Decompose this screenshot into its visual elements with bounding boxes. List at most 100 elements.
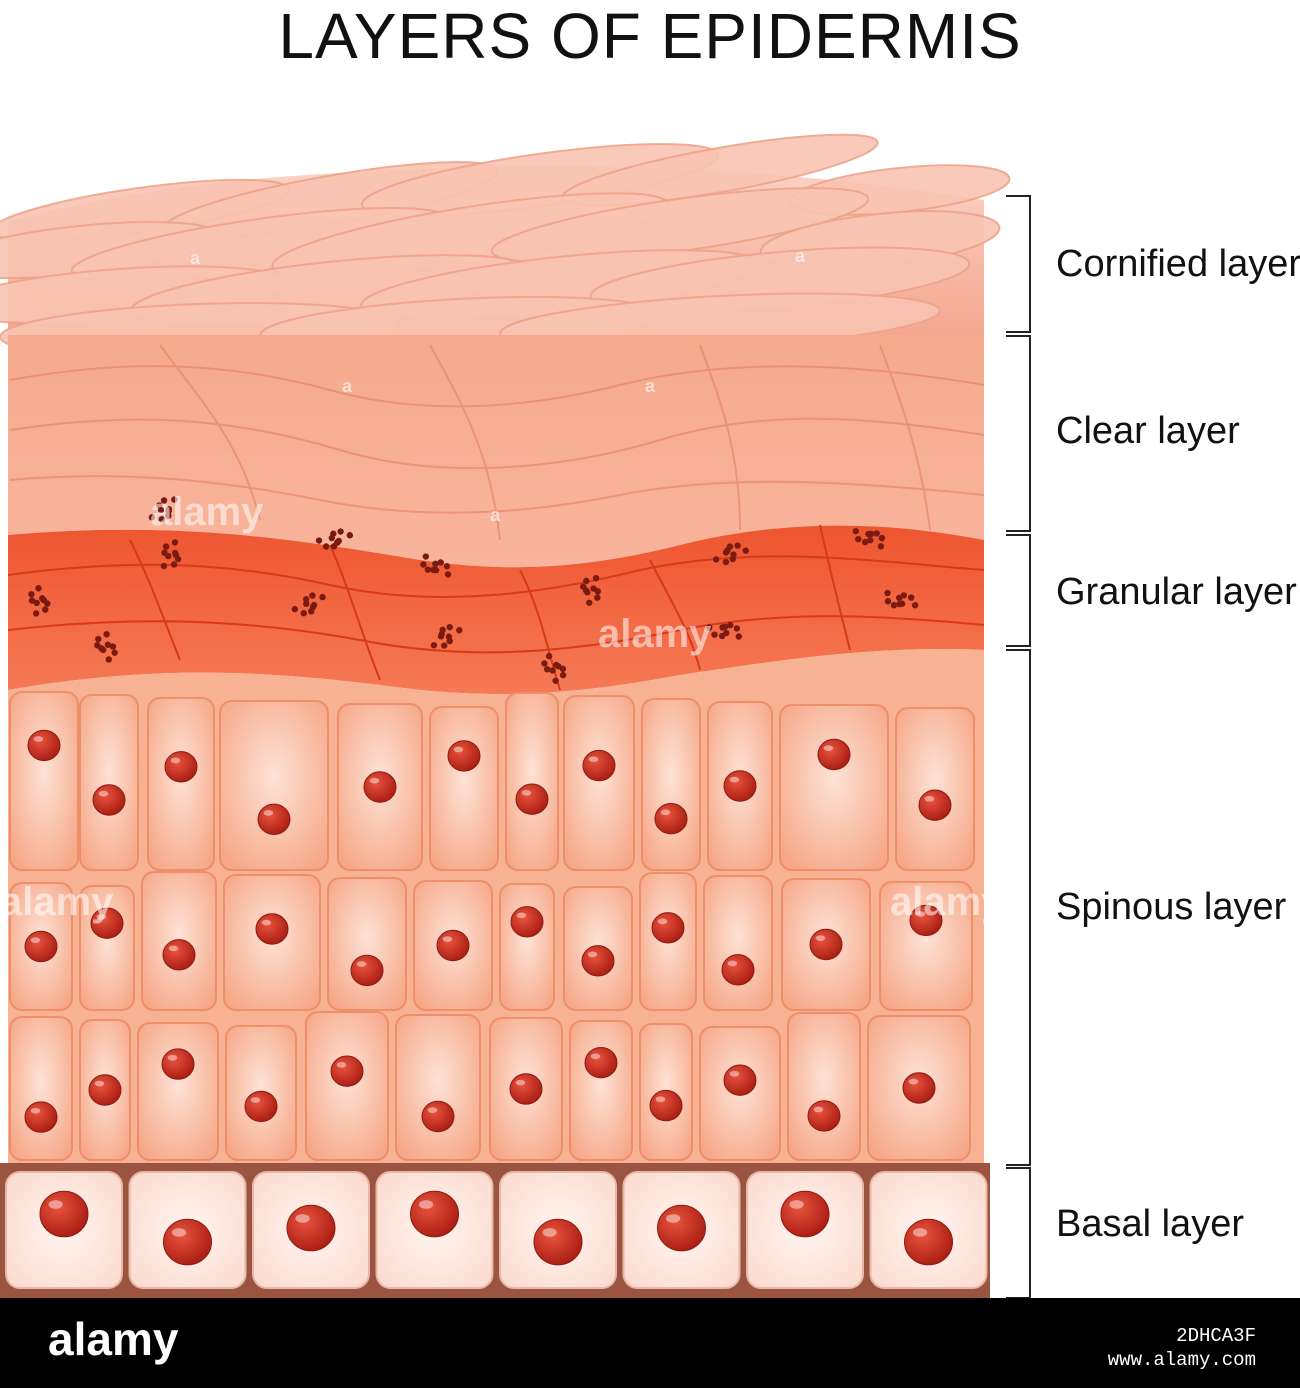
keratohyalin-granule	[719, 633, 725, 639]
keratohyalin-granule	[862, 539, 868, 545]
cell-nucleus	[724, 771, 756, 801]
cell-nucleus	[905, 1219, 953, 1265]
cell-nucleus	[258, 804, 290, 834]
label-basal-layer: Basal layer	[1056, 1203, 1244, 1246]
keratohyalin-granule	[319, 594, 325, 600]
spinous-cell	[10, 1017, 72, 1160]
cell-nucleus	[652, 913, 684, 943]
keratohyalin-granule	[35, 585, 41, 591]
watermark-logo: alamy	[150, 490, 263, 535]
keratohyalin-granule	[432, 561, 438, 567]
keratohyalin-granule	[33, 610, 39, 616]
keratohyalin-granule	[549, 667, 555, 673]
cell-nucleus	[287, 1205, 335, 1251]
keratohyalin-granule	[873, 530, 879, 536]
cell-nucleus	[448, 741, 480, 771]
keratohyalin-granule	[100, 647, 106, 653]
keratohyalin-granule	[347, 532, 353, 538]
keratohyalin-granule	[544, 666, 550, 672]
keratohyalin-granule	[323, 543, 329, 549]
spinous-cell	[642, 699, 700, 870]
keratohyalin-granule	[111, 649, 117, 655]
cell-nucleus	[650, 1090, 682, 1120]
keratohyalin-granule	[901, 592, 907, 598]
cell-nucleus	[582, 946, 614, 976]
spinous-cell	[500, 884, 554, 1010]
footer-reference: 2DHCA3F www.alamy.com	[1108, 1324, 1256, 1372]
cell-nucleus	[511, 907, 543, 937]
keratohyalin-granule	[303, 596, 309, 602]
keratohyalin-granule	[855, 536, 861, 542]
keratohyalin-granule	[110, 643, 116, 649]
keratohyalin-granule	[456, 627, 462, 633]
keratohyalin-granule	[853, 528, 859, 534]
cell-nucleus	[810, 929, 842, 959]
keratohyalin-granule	[439, 627, 445, 633]
keratohyalin-granule	[595, 588, 601, 594]
keratohyalin-granule	[884, 590, 890, 596]
keratohyalin-granule	[311, 602, 317, 608]
keratohyalin-granule	[444, 563, 450, 569]
cell-nucleus	[818, 739, 850, 769]
cell-nucleus	[165, 752, 197, 782]
keratohyalin-granule	[586, 600, 592, 606]
keratohyalin-granule	[423, 553, 429, 559]
cell-nucleus	[781, 1191, 829, 1237]
footer-logo: alamy	[48, 1312, 178, 1366]
keratohyalin-granule	[878, 543, 884, 549]
keratohyalin-granule	[593, 575, 599, 581]
spinous-cell	[430, 707, 498, 870]
keratohyalin-granule	[594, 594, 600, 600]
cell-nucleus	[93, 785, 125, 815]
cell-nucleus	[25, 931, 57, 961]
keratohyalin-granule	[39, 595, 45, 601]
keratohyalin-granule	[309, 592, 315, 598]
cell-nucleus	[583, 750, 615, 780]
keratohyalin-granule	[447, 624, 453, 630]
spinous-cell	[328, 878, 406, 1010]
label-granular-layer: Granular layer	[1056, 571, 1297, 614]
cell-nucleus	[89, 1075, 121, 1105]
keratohyalin-granule	[336, 538, 342, 544]
label-clear-layer: Clear layer	[1056, 410, 1240, 453]
keratohyalin-granule	[308, 608, 314, 614]
cell-nucleus	[658, 1205, 706, 1251]
keratohyalin-granule	[330, 531, 336, 537]
watermark-mark: a	[342, 376, 352, 397]
spinous-cell	[80, 695, 138, 870]
spinous-cell	[704, 876, 772, 1010]
cell-nucleus	[364, 772, 396, 802]
spinous-cell	[506, 693, 558, 870]
keratohyalin-granule	[441, 642, 447, 648]
keratohyalin-granule	[316, 537, 322, 543]
cell-nucleus	[28, 730, 60, 760]
keratohyalin-granule	[106, 656, 112, 662]
keratohyalin-granule	[723, 559, 729, 565]
cell-nucleus	[163, 940, 195, 970]
image-id: 2DHCA3F	[1108, 1324, 1256, 1348]
label-cornified-layer: Cornified layer	[1056, 243, 1300, 286]
watermark-mark: a	[645, 376, 655, 397]
cell-nucleus	[510, 1074, 542, 1104]
keratohyalin-granule	[899, 601, 905, 607]
watermark-logo: alamy	[890, 880, 1003, 925]
basal-layer	[0, 1163, 990, 1298]
spinous-cell	[396, 1015, 480, 1160]
keratohyalin-granule	[44, 600, 50, 606]
keratohyalin-granule	[560, 672, 566, 678]
watermark-mark: a	[490, 505, 500, 526]
keratohyalin-granule	[337, 528, 343, 534]
keratohyalin-granule	[29, 597, 35, 603]
keratohyalin-granule	[171, 561, 177, 567]
keratohyalin-granule	[431, 642, 437, 648]
keratohyalin-granule	[912, 602, 918, 608]
keratohyalin-granule	[727, 543, 733, 549]
keratohyalin-granule	[743, 547, 749, 553]
cell-nucleus	[331, 1056, 363, 1086]
keratohyalin-granule	[301, 610, 307, 616]
keratohyalin-granule	[879, 535, 885, 541]
watermark-footer: alamy 2DHCA3F www.alamy.com	[0, 1298, 1300, 1388]
keratohyalin-granule	[552, 678, 558, 684]
cell-nucleus	[40, 1191, 88, 1237]
keratohyalin-granule	[161, 563, 167, 569]
